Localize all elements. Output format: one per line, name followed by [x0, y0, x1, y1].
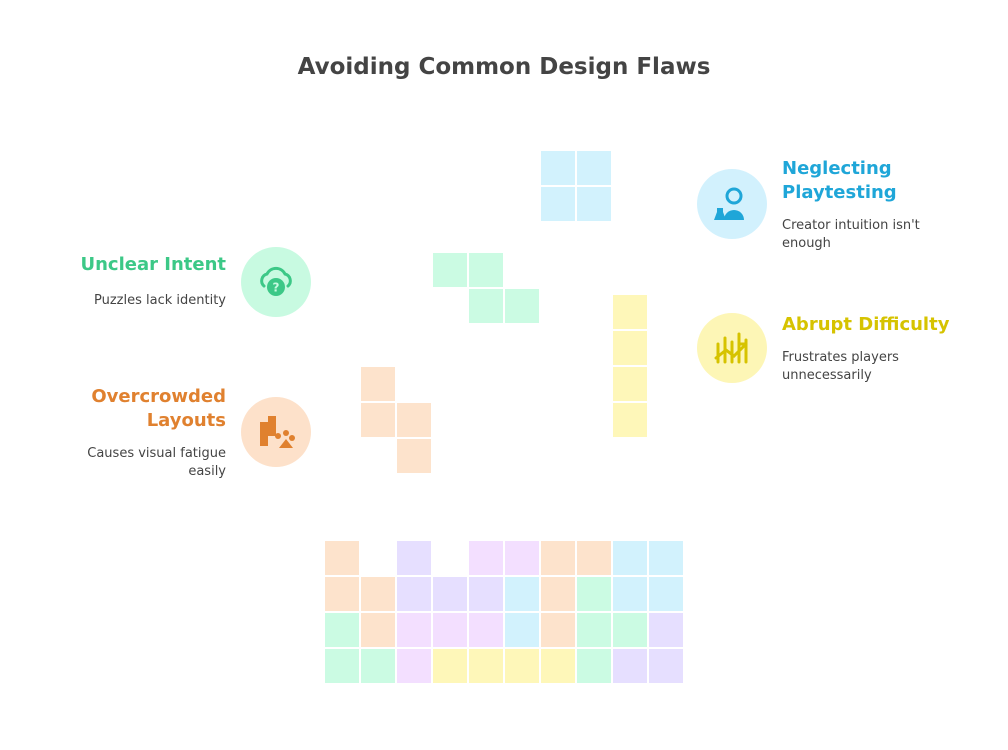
grid-cell [613, 649, 647, 683]
grid-cell [325, 613, 359, 647]
grid-cell [541, 541, 575, 575]
grid-cell [469, 613, 503, 647]
item-title-overcrowded-layouts: Overcrowded Layouts [91, 386, 226, 431]
grid-cell [505, 577, 539, 611]
blue-square-piece [577, 151, 611, 185]
grid-cell [577, 541, 611, 575]
blue-square-piece [541, 151, 575, 185]
grid-cell [433, 649, 467, 683]
item-desc-abrupt-difficulty: Frustrates players unnecessarily [782, 350, 899, 383]
grid-cell [397, 649, 431, 683]
green-s-piece [469, 253, 503, 287]
grid-cell [361, 577, 395, 611]
yellow-i-piece [613, 367, 647, 401]
grid-cell [325, 577, 359, 611]
orange-s-piece [397, 403, 431, 437]
grid-cell [325, 649, 359, 683]
grid-cell [505, 613, 539, 647]
yellow-i-piece [613, 403, 647, 437]
grid-cell [397, 541, 431, 575]
grid-cell [577, 577, 611, 611]
grid-cell [361, 613, 395, 647]
grid-cell [577, 613, 611, 647]
grid-cell [505, 541, 539, 575]
item-desc-overcrowded-layouts: Causes visual fatigue easily [87, 446, 226, 479]
orange-s-piece [361, 403, 395, 437]
grid-cell [469, 577, 503, 611]
grid-cell [469, 541, 503, 575]
grid-cell [541, 649, 575, 683]
tester-icon [697, 169, 767, 239]
orange-s-piece [397, 439, 431, 473]
grid-cell [613, 613, 647, 647]
grid-cell [577, 649, 611, 683]
rising-chart-icon [697, 313, 767, 383]
yellow-i-piece [613, 331, 647, 365]
blue-square-piece [541, 187, 575, 221]
clutter-icon [241, 397, 311, 467]
grid-cell [649, 649, 683, 683]
cloud-question-icon: ? [241, 247, 311, 317]
grid-cell [325, 541, 359, 575]
grid-cell [613, 541, 647, 575]
grid-cell [397, 577, 431, 611]
yellow-i-piece [613, 295, 647, 329]
grid-cell [541, 613, 575, 647]
item-title-neglecting-playtesting: Neglecting Playtesting [782, 158, 897, 203]
grid-cell [505, 649, 539, 683]
grid-cell [649, 541, 683, 575]
grid-cell [361, 649, 395, 683]
green-s-piece [469, 289, 503, 323]
blue-square-piece [577, 187, 611, 221]
item-title-unclear-intent: Unclear Intent [80, 254, 226, 275]
svg-text:?: ? [273, 281, 280, 295]
grid-cell [613, 577, 647, 611]
green-s-piece [505, 289, 539, 323]
grid-cell [433, 577, 467, 611]
diagram-title: Avoiding Common Design Flaws [297, 54, 711, 80]
green-s-piece [433, 253, 467, 287]
item-desc-unclear-intent: Puzzles lack identity [94, 293, 226, 308]
item-title-abrupt-difficulty: Abrupt Difficulty [782, 314, 950, 335]
grid-cell [433, 613, 467, 647]
grid-cell [649, 577, 683, 611]
grid-cell [649, 613, 683, 647]
grid-cell [397, 613, 431, 647]
orange-s-piece [361, 367, 395, 401]
grid-cell [541, 577, 575, 611]
item-desc-neglecting-playtesting: Creator intuition isn't enough [782, 218, 920, 251]
grid-cell [469, 649, 503, 683]
